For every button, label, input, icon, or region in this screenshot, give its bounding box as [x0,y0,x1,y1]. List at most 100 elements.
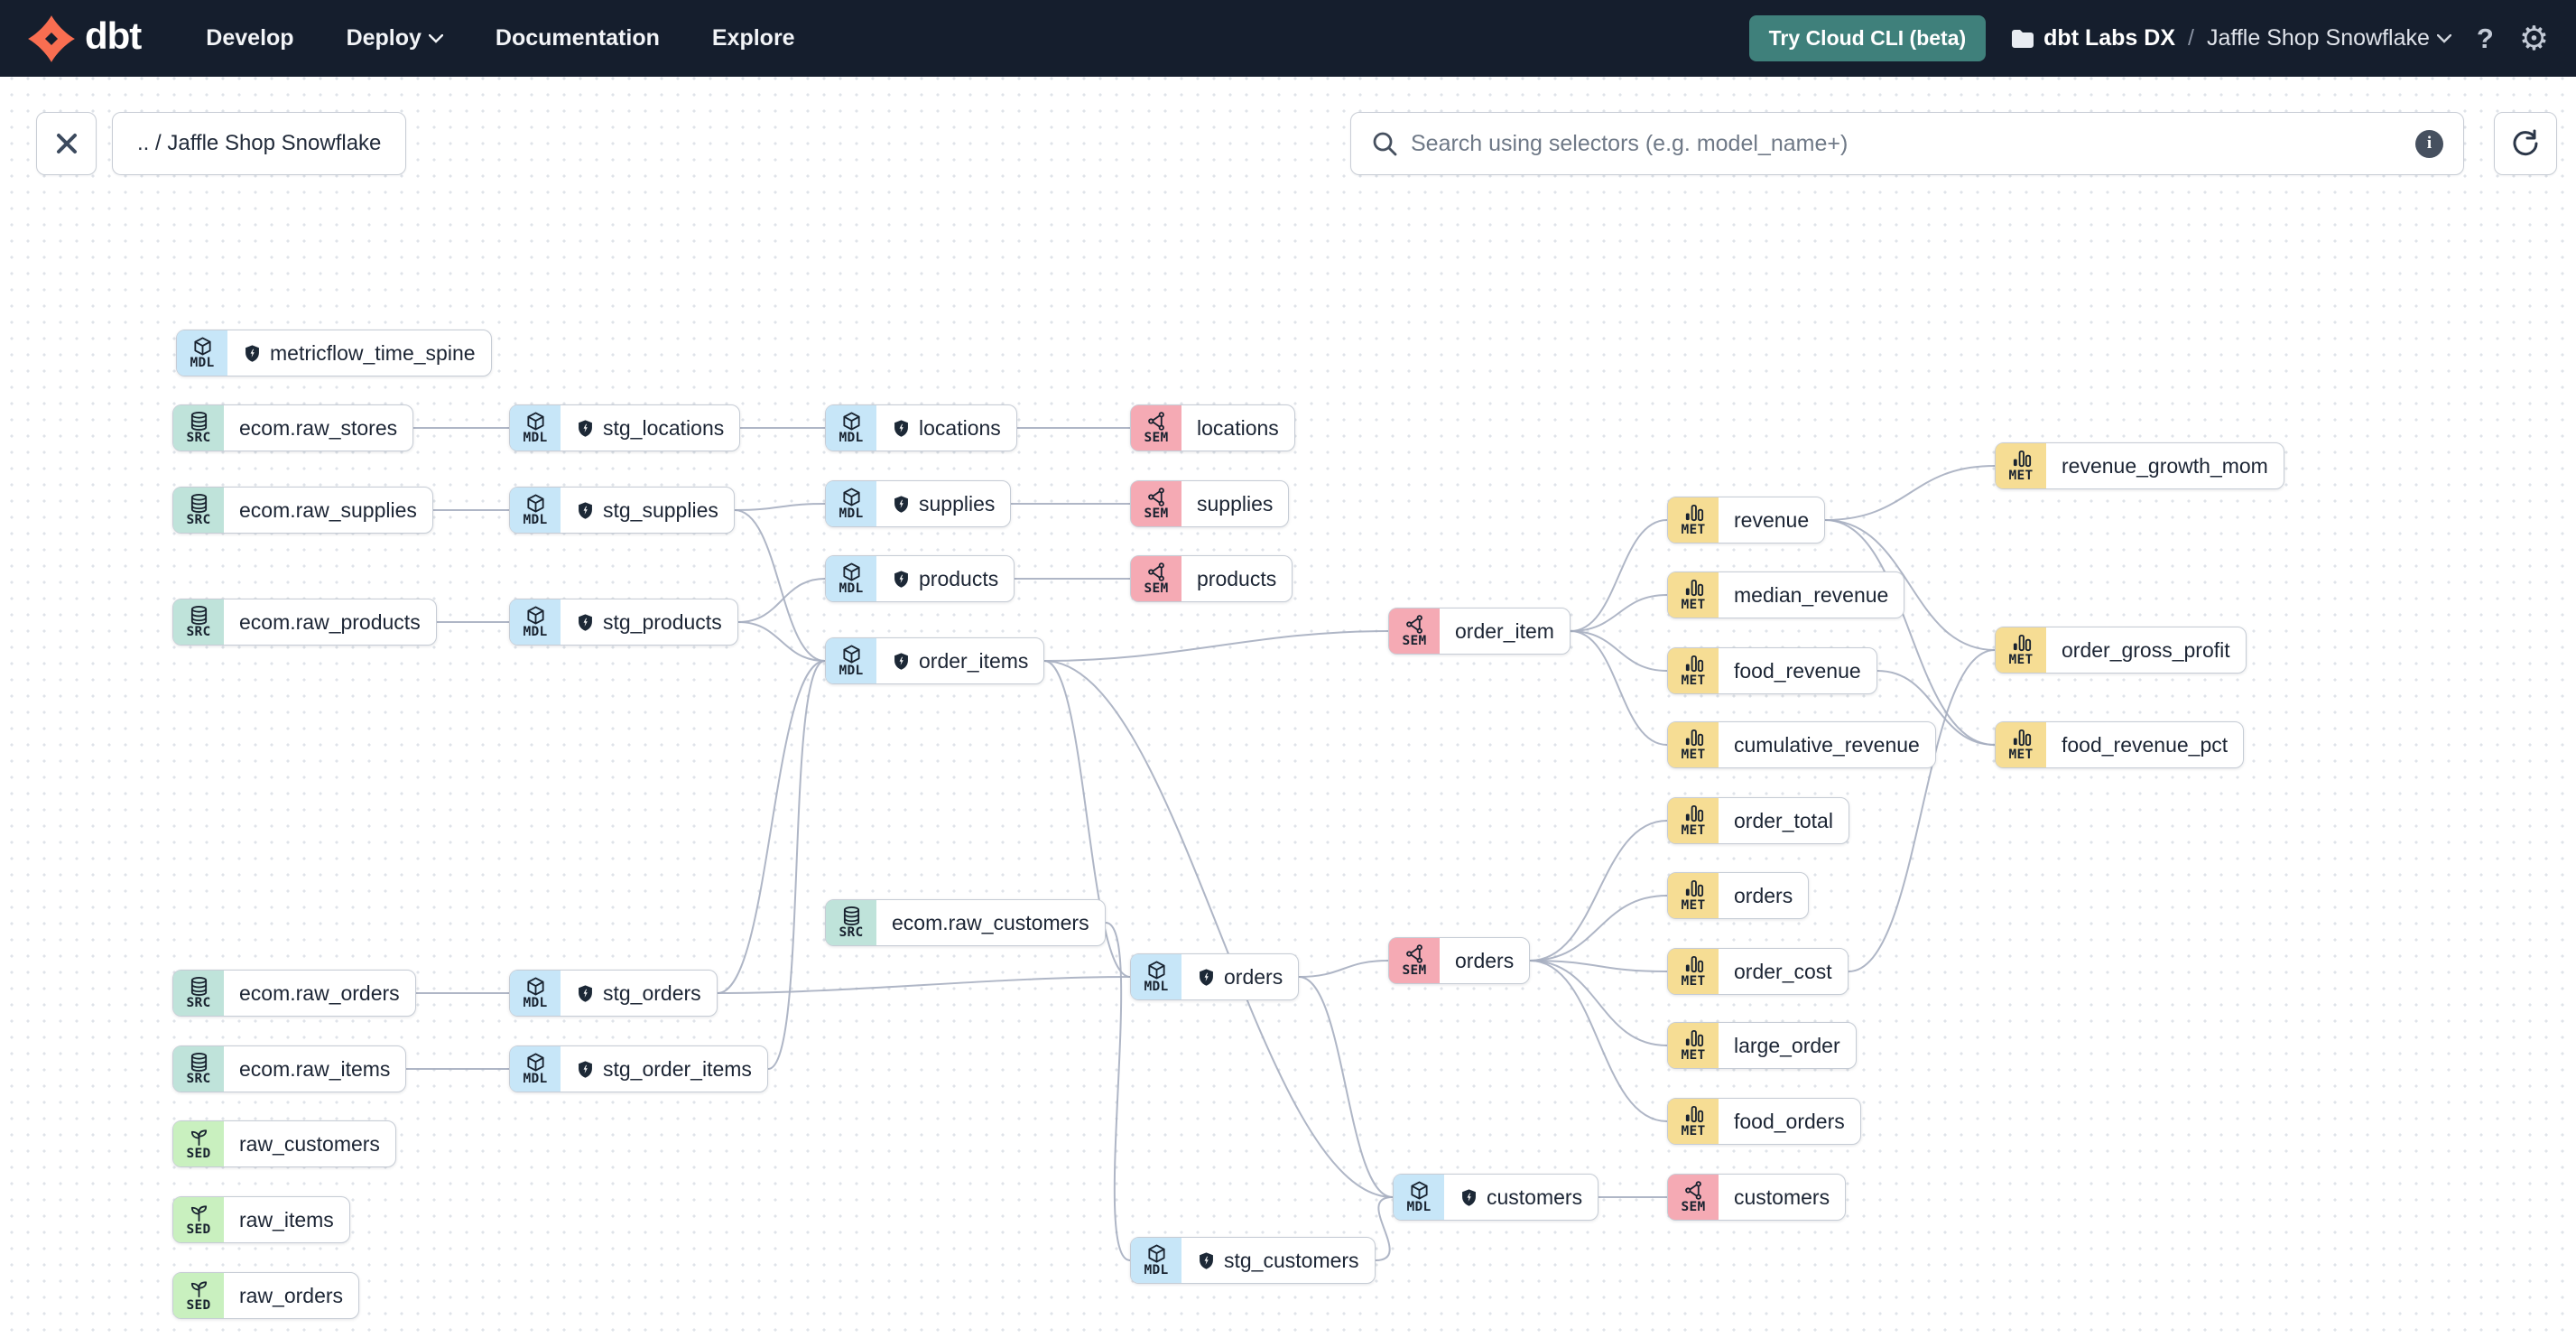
node-label: locations [876,405,1016,451]
node-type-badge: MDL [826,556,876,601]
node-stg_supplies[interactable]: MDL stg_supplies [509,487,735,534]
node-revenue_growth_mom[interactable]: MET revenue_growth_mom [1995,442,2284,489]
node-label: ecom.raw_orders [239,980,400,1005]
try-cloud-cli-button[interactable]: Try Cloud CLI (beta) [1748,15,1987,61]
node-type-badge: SEM [1131,556,1181,601]
node-orders_met[interactable]: MET orders [1667,872,1810,919]
node-raw_customers_seed[interactable]: SED raw_customers [172,1120,396,1167]
node-label: cumulative_revenue [1734,732,1920,757]
node-food_revenue[interactable]: MET food_revenue [1667,647,1877,694]
node-raw_stores_src[interactable]: SRC ecom.raw_stores [172,404,414,451]
shield-icon [892,495,911,514]
node-raw_orders_seed[interactable]: SED raw_orders [172,1272,360,1319]
node-revenue[interactable]: MET revenue [1667,497,1826,544]
node-type-badge: MET [1668,1099,1719,1144]
node-label: metricflow_time_spine [227,330,491,376]
dbt-logo[interactable]: dbt [27,14,142,63]
node-label: ecom.raw_products [239,609,421,634]
node-products_sem[interactable]: SEM products [1130,555,1293,602]
node-stg_products[interactable]: MDL stg_products [509,599,738,646]
node-type-badge: MET [1668,572,1719,618]
node-label: stg_products [561,599,737,645]
node-customers_mdl[interactable]: MDL customers [1393,1174,1599,1221]
node-locations_mdl[interactable]: MDL locations [825,404,1017,451]
project-selector[interactable]: Jaffle Shop Snowflake [2207,25,2451,51]
node-supplies_mdl[interactable]: MDL supplies [825,480,1012,527]
nav-item-develop[interactable]: Develop [206,25,294,51]
node-locations_sem[interactable]: SEM locations [1130,404,1295,451]
node-label: customers [1734,1185,1830,1209]
node-order_items[interactable]: MDL order_items [825,637,1045,684]
node-order_cost[interactable]: MET order_cost [1667,948,1849,995]
nav-item-explore[interactable]: Explore [711,25,795,51]
search-input[interactable] [1411,130,2415,157]
node-type-label: SEM [1144,581,1169,596]
model-cube-icon [192,336,213,357]
node-large_order[interactable]: MET large_order [1667,1022,1857,1069]
close-lineage-button[interactable] [36,112,97,175]
help-icon[interactable]: ? [2476,23,2494,54]
model-cube-icon [1409,1180,1430,1201]
nav-item-deploy[interactable]: Deploy [347,25,443,51]
node-type-badge: MDL [510,971,561,1016]
node-label: order_items [876,638,1043,683]
account-switcher[interactable]: dbt Labs DX [2011,25,2175,51]
node-stg_orders[interactable]: MDL stg_orders [509,970,718,1017]
node-type-label: SEM [1681,1199,1706,1214]
node-type-badge: SRC [173,1046,224,1092]
refresh-button[interactable] [2494,112,2557,175]
node-order_total[interactable]: MET order_total [1667,797,1849,844]
node-order_gross_profit[interactable]: MET order_gross_profit [1995,627,2247,674]
node-stg_customers[interactable]: MDL stg_customers [1130,1237,1376,1284]
info-icon[interactable]: i [2415,129,2443,158]
metric-chart-icon [1683,804,1704,824]
node-type-badge: SED [173,1197,224,1242]
semantic-model-icon [1404,943,1425,964]
source-database-icon [189,976,209,997]
node-raw_items_src[interactable]: SRC ecom.raw_items [172,1045,407,1092]
node-stg_order_items[interactable]: MDL stg_order_items [509,1045,768,1092]
project-breadcrumb: dbt Labs DX / Jaffle Shop Snowflake [2011,25,2451,51]
node-stg_locations[interactable]: MDL stg_locations [509,404,741,451]
nav-item-documentation[interactable]: Documentation [495,25,660,51]
source-database-icon [189,1052,209,1073]
node-raw_items_seed[interactable]: SED raw_items [172,1196,350,1243]
node-food_revenue_pct[interactable]: MET food_revenue_pct [1995,721,2245,768]
selector-search[interactable]: i [1350,112,2464,175]
metric-chart-icon [2011,633,2032,654]
node-label: large_order [1734,1033,1840,1057]
shield-icon [892,652,911,671]
node-orders_sem[interactable]: SEM orders [1388,937,1531,984]
node-customers_sem[interactable]: SEM customers [1667,1174,1847,1221]
node-label: customers [1444,1175,1598,1220]
node-label: products [1197,566,1277,590]
node-raw_supplies_src[interactable]: SRC ecom.raw_supplies [172,487,433,534]
node-type-label: SEM [1402,633,1427,648]
node-type-label: SEM [1144,506,1169,521]
gear-icon[interactable]: ⚙ [2518,20,2549,57]
node-products_mdl[interactable]: MDL products [825,555,1015,602]
node-order_item_sem[interactable]: SEM order_item [1388,608,1571,655]
node-type-label: MET [1681,522,1706,537]
node-cumulative_revenue[interactable]: MET cumulative_revenue [1667,721,1936,768]
shield-icon [576,1060,595,1079]
node-type-label: MDL [523,512,548,527]
lineage-breadcrumb[interactable]: .. / Jaffle Shop Snowflake [112,112,407,175]
node-type-label: MDL [839,430,864,445]
node-raw_products_src[interactable]: SRC ecom.raw_products [172,599,437,646]
node-supplies_sem[interactable]: SEM supplies [1130,480,1290,527]
node-median_revenue[interactable]: MET median_revenue [1667,571,1905,618]
node-type-label: MET [1681,1047,1706,1063]
semantic-model-icon [1146,411,1167,432]
node-food_orders[interactable]: MET food_orders [1667,1098,1861,1145]
node-type-label: MDL [523,995,548,1010]
node-type-label: MDL [523,624,548,639]
node-metricflow_time_spine[interactable]: MDL metricflow_time_spine [176,330,492,376]
node-orders_mdl[interactable]: MDL orders [1130,953,1300,1000]
node-raw_orders_src[interactable]: SRC ecom.raw_orders [172,970,416,1017]
node-raw_customers_src[interactable]: SRC ecom.raw_customers [825,899,1106,946]
node-type-badge: MDL [510,1046,561,1092]
shield-icon [892,570,911,589]
